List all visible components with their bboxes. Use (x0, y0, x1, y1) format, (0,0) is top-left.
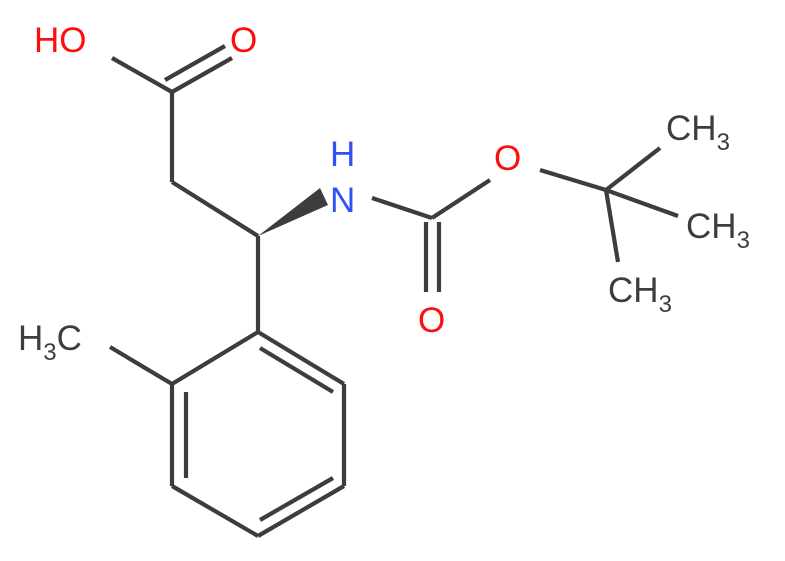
bond-ring-methyl (108, 345, 174, 386)
methyl-3-sub: 3 (659, 291, 672, 318)
bond-c-o-double-a (170, 56, 234, 94)
ester-oxygen-label: O (494, 139, 521, 178)
bond-c-o-ester (430, 178, 492, 220)
wedge-bond-chiral-n (258, 188, 328, 236)
bond-o-ctert (539, 167, 607, 193)
ring-bond-3-inner (258, 476, 335, 522)
aryl-methyl-tail: C (57, 319, 82, 358)
atom-labels: HO O H N O O CH3 CH3 CH3 H3C (18, 21, 750, 366)
bond-ho-c (110, 56, 174, 94)
ring-bond-1 (256, 330, 346, 386)
methyl-2-main: CH (686, 207, 737, 246)
bond-c-o-double-b (163, 44, 227, 82)
aryl-methyl-label: H3C (18, 319, 82, 366)
methyl-2-sub: 3 (737, 227, 750, 254)
bond-ctert-me2 (605, 188, 679, 218)
ring-bond-3 (256, 484, 346, 538)
methyl-1-main: CH (666, 109, 717, 148)
methyl-3-main: CH (608, 271, 659, 310)
aryl-methyl-sub: 3 (43, 339, 56, 366)
aryl-methyl-main: H (18, 319, 43, 358)
ring-bond-1-inner (258, 346, 335, 394)
bond-ctert-me1 (604, 146, 662, 192)
carbonyl-acid-oxygen-label: O (230, 21, 257, 60)
bond-n-c (371, 196, 433, 220)
ring-bond-6 (170, 330, 260, 386)
bonds (108, 44, 679, 538)
bond-ctert-me3 (603, 189, 621, 263)
methyl-1-sub: 3 (717, 129, 730, 156)
methyl-3-label: CH3 (608, 271, 672, 318)
methyl-2-label: CH3 (686, 207, 750, 254)
amine-h-label: H (330, 135, 355, 174)
carbamate-carbonyl-oxygen-label: O (418, 301, 445, 340)
ring-bond-4 (170, 484, 260, 538)
amine-n-label: N (330, 181, 355, 220)
bond-cb-chiral (170, 180, 260, 238)
methyl-1-label: CH3 (666, 109, 730, 156)
hydroxyl-label: HO (34, 21, 87, 60)
